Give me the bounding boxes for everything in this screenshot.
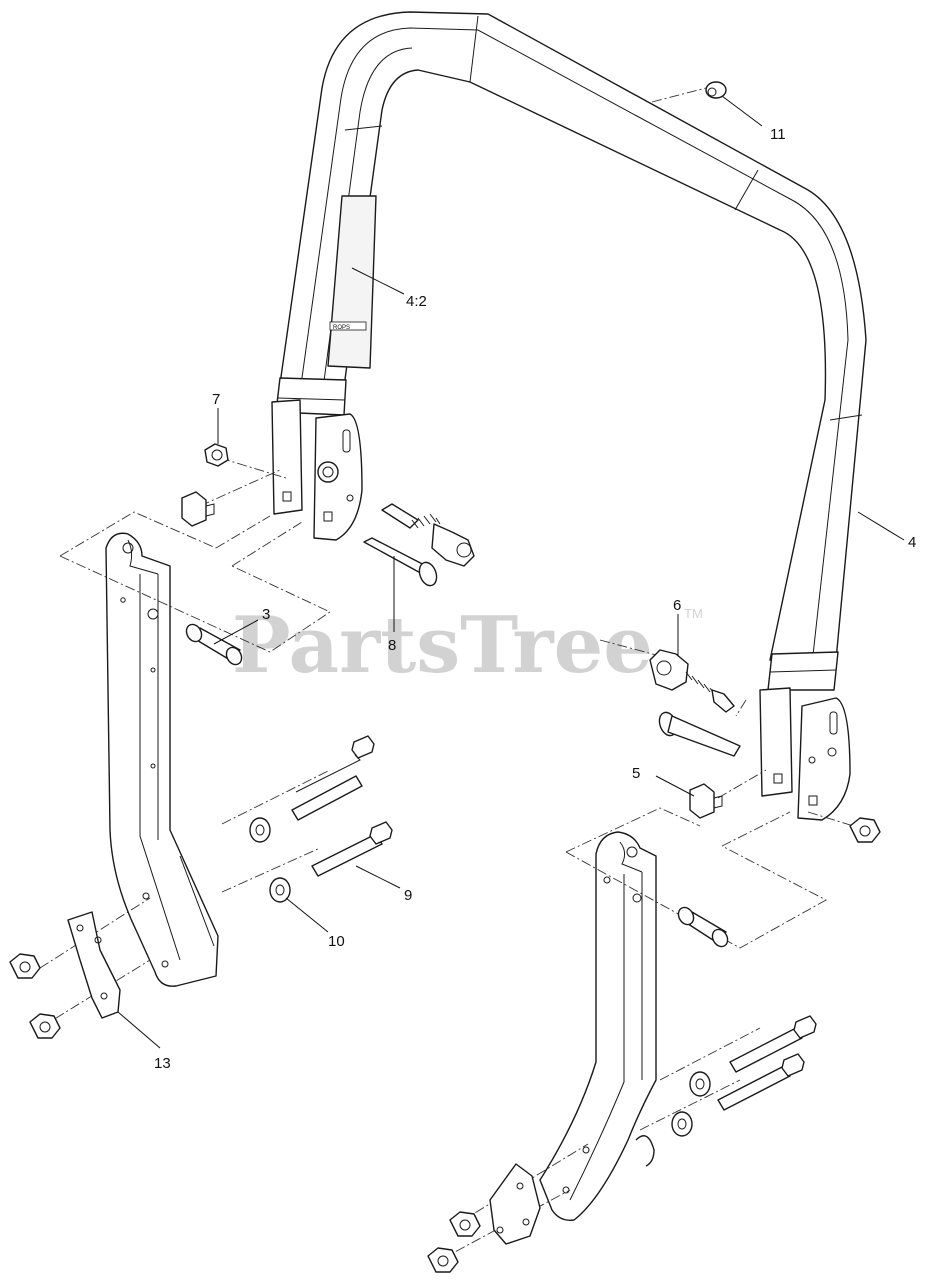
left-knob[interactable] — [181, 491, 215, 527]
part-7-nut[interactable] — [204, 443, 229, 467]
callout-11: 11 — [770, 126, 786, 143]
part-5-knob[interactable] — [689, 783, 723, 819]
part-9-bolt[interactable] — [291, 735, 393, 877]
right-bolts-and-washers[interactable] — [671, 1015, 817, 1137]
callout-13: 13 — [154, 1055, 171, 1072]
callout-6: 6 — [673, 597, 681, 614]
left-spring-pin-assembly[interactable] — [381, 503, 475, 567]
callout-5: 5 — [632, 765, 640, 782]
right-clevis-pin[interactable] — [656, 710, 741, 757]
left-lower-stanchion[interactable] — [105, 532, 219, 987]
flange-nut-left-upper[interactable] — [9, 953, 41, 979]
right-tube-bracket[interactable] — [759, 687, 851, 821]
watermark-text: PartsTree — [232, 600, 653, 691]
flange-nut-left-lower[interactable] — [29, 1013, 61, 1039]
callout-10: 10 — [328, 933, 345, 950]
leader-lines — [117, 95, 905, 1049]
watermark-trademark: TM — [684, 606, 703, 621]
part-8-clevis-pin[interactable] — [363, 537, 440, 588]
callouts: 11 4:2 7 4 3 8 6 5 9 10 13 — [154, 126, 916, 1072]
callout-4-2: 4:2 — [406, 293, 427, 310]
flange-nut-right-tube[interactable] — [849, 817, 881, 843]
callout-9: 9 — [404, 887, 412, 904]
callout-3: 3 — [262, 606, 270, 623]
part-11-plug[interactable] — [705, 81, 727, 99]
callout-4: 4 — [908, 534, 916, 551]
decal[interactable]: ROPS — [327, 195, 377, 369]
right-spacer-tube[interactable] — [675, 905, 730, 950]
callout-8: 8 — [388, 637, 396, 654]
callout-7: 7 — [212, 391, 220, 408]
part-6-spring-pin-assembly[interactable] — [649, 649, 735, 713]
part-10-washer[interactable] — [249, 817, 291, 903]
right-mounting-plate[interactable] — [489, 1163, 541, 1245]
right-lower-stanchion[interactable] — [539, 831, 657, 1221]
flange-nut-right-lower[interactable] — [427, 1247, 459, 1273]
flange-nut-right-upper[interactable] — [449, 1211, 481, 1237]
part-13-mounting-plate[interactable] — [67, 911, 121, 1019]
decal-label: ROPS — [333, 325, 350, 331]
left-tube-bracket[interactable] — [271, 399, 363, 541]
